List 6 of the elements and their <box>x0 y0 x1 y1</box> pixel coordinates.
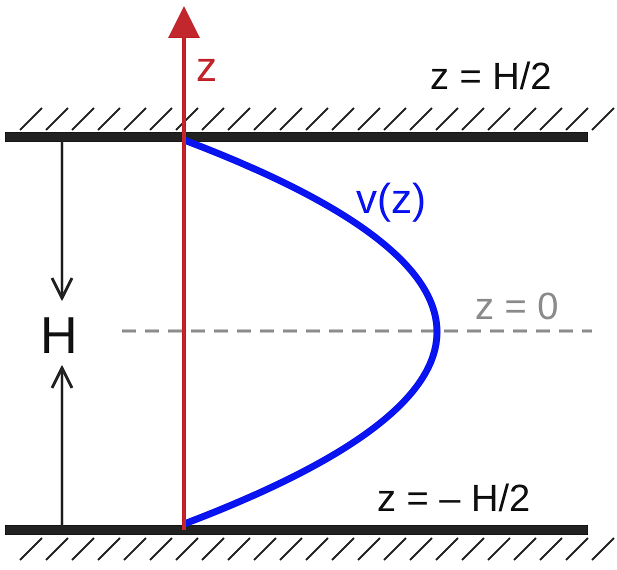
axis-label: z <box>196 46 217 88</box>
axis-label: z = – H/2 <box>377 480 530 518</box>
axis-label: v(z) <box>356 178 426 220</box>
axis-label: H <box>40 310 78 362</box>
axis-label: z = H/2 <box>430 58 552 96</box>
axis-label: z = 0 <box>475 288 558 326</box>
